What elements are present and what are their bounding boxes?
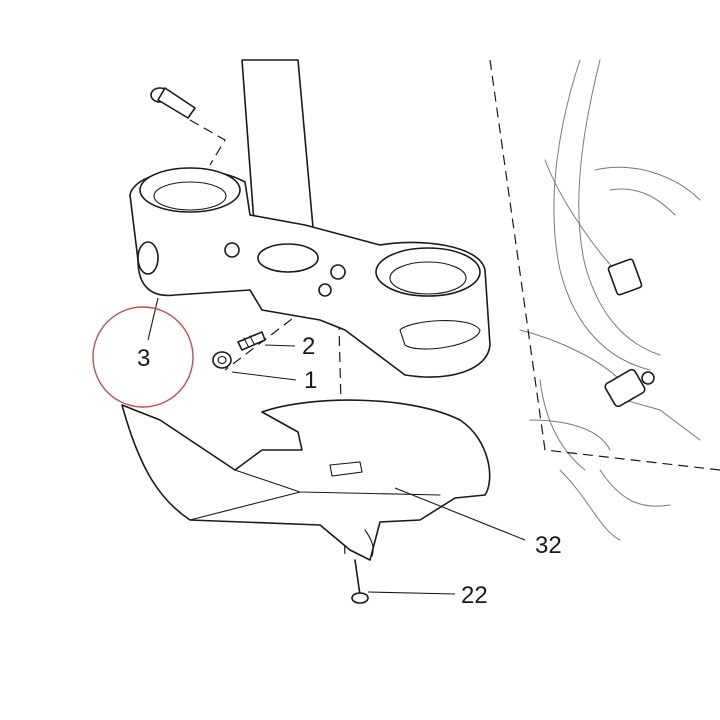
top-bolt — [150, 87, 196, 119]
callout-label-1: 1 — [304, 367, 317, 394]
callout-label-32: 32 — [535, 532, 562, 559]
screw-part-22 — [351, 559, 369, 604]
washer-part-1 — [212, 351, 232, 369]
cover-plate-part-32 — [121, 399, 491, 561]
triple-clamp — [129, 167, 491, 378]
frame-background — [519, 59, 701, 541]
callout-label-22: 22 — [461, 582, 488, 609]
callout-label-2: 2 — [302, 333, 315, 360]
callout-label-3: 3 — [137, 345, 150, 372]
wiring-connector — [604, 258, 655, 408]
bolt-part-2 — [237, 331, 266, 351]
leader-lines — [147, 297, 526, 595]
highlight-circle — [92, 306, 194, 408]
